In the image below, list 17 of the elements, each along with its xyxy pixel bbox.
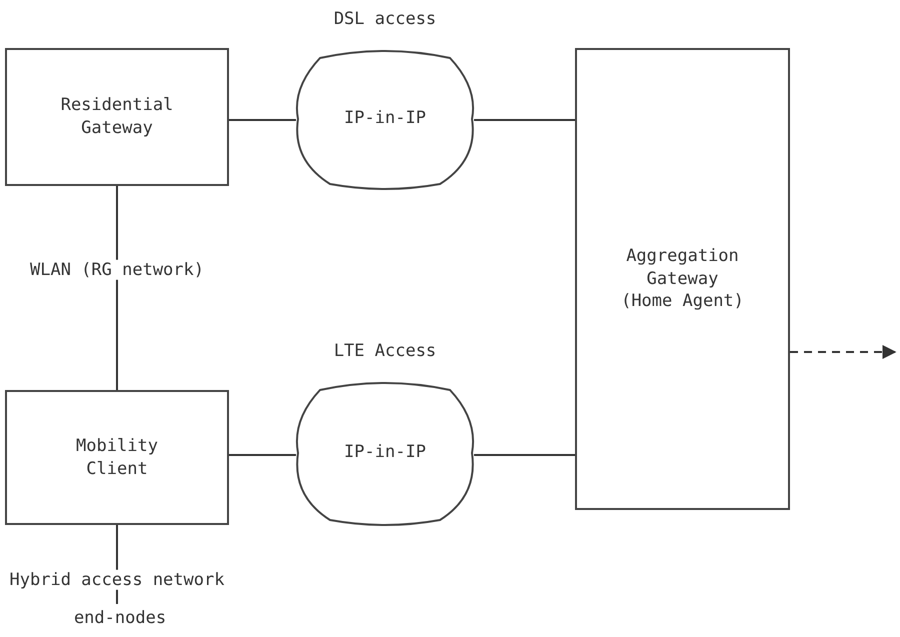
connector-line xyxy=(474,119,575,121)
arrow xyxy=(790,345,896,359)
box-label: Residential Gateway xyxy=(60,94,174,140)
process-box xyxy=(5,390,229,525)
connector-line xyxy=(229,119,296,121)
tunnel-label: IP-in-IP xyxy=(343,441,427,464)
cloud-title: DSL access xyxy=(334,8,436,31)
process-box xyxy=(5,48,229,186)
process-box xyxy=(575,48,790,510)
box-label: Mobility Client xyxy=(75,434,159,480)
connector-line xyxy=(116,186,118,390)
endpoint-label: end-nodes xyxy=(74,606,166,630)
tunnel-label: IP-in-IP xyxy=(343,107,427,130)
cloud-title: LTE Access xyxy=(334,340,436,363)
box-label: Aggregation Gateway (Home Agent) xyxy=(620,244,745,314)
connector-line xyxy=(474,454,575,456)
connector-line xyxy=(229,454,296,456)
